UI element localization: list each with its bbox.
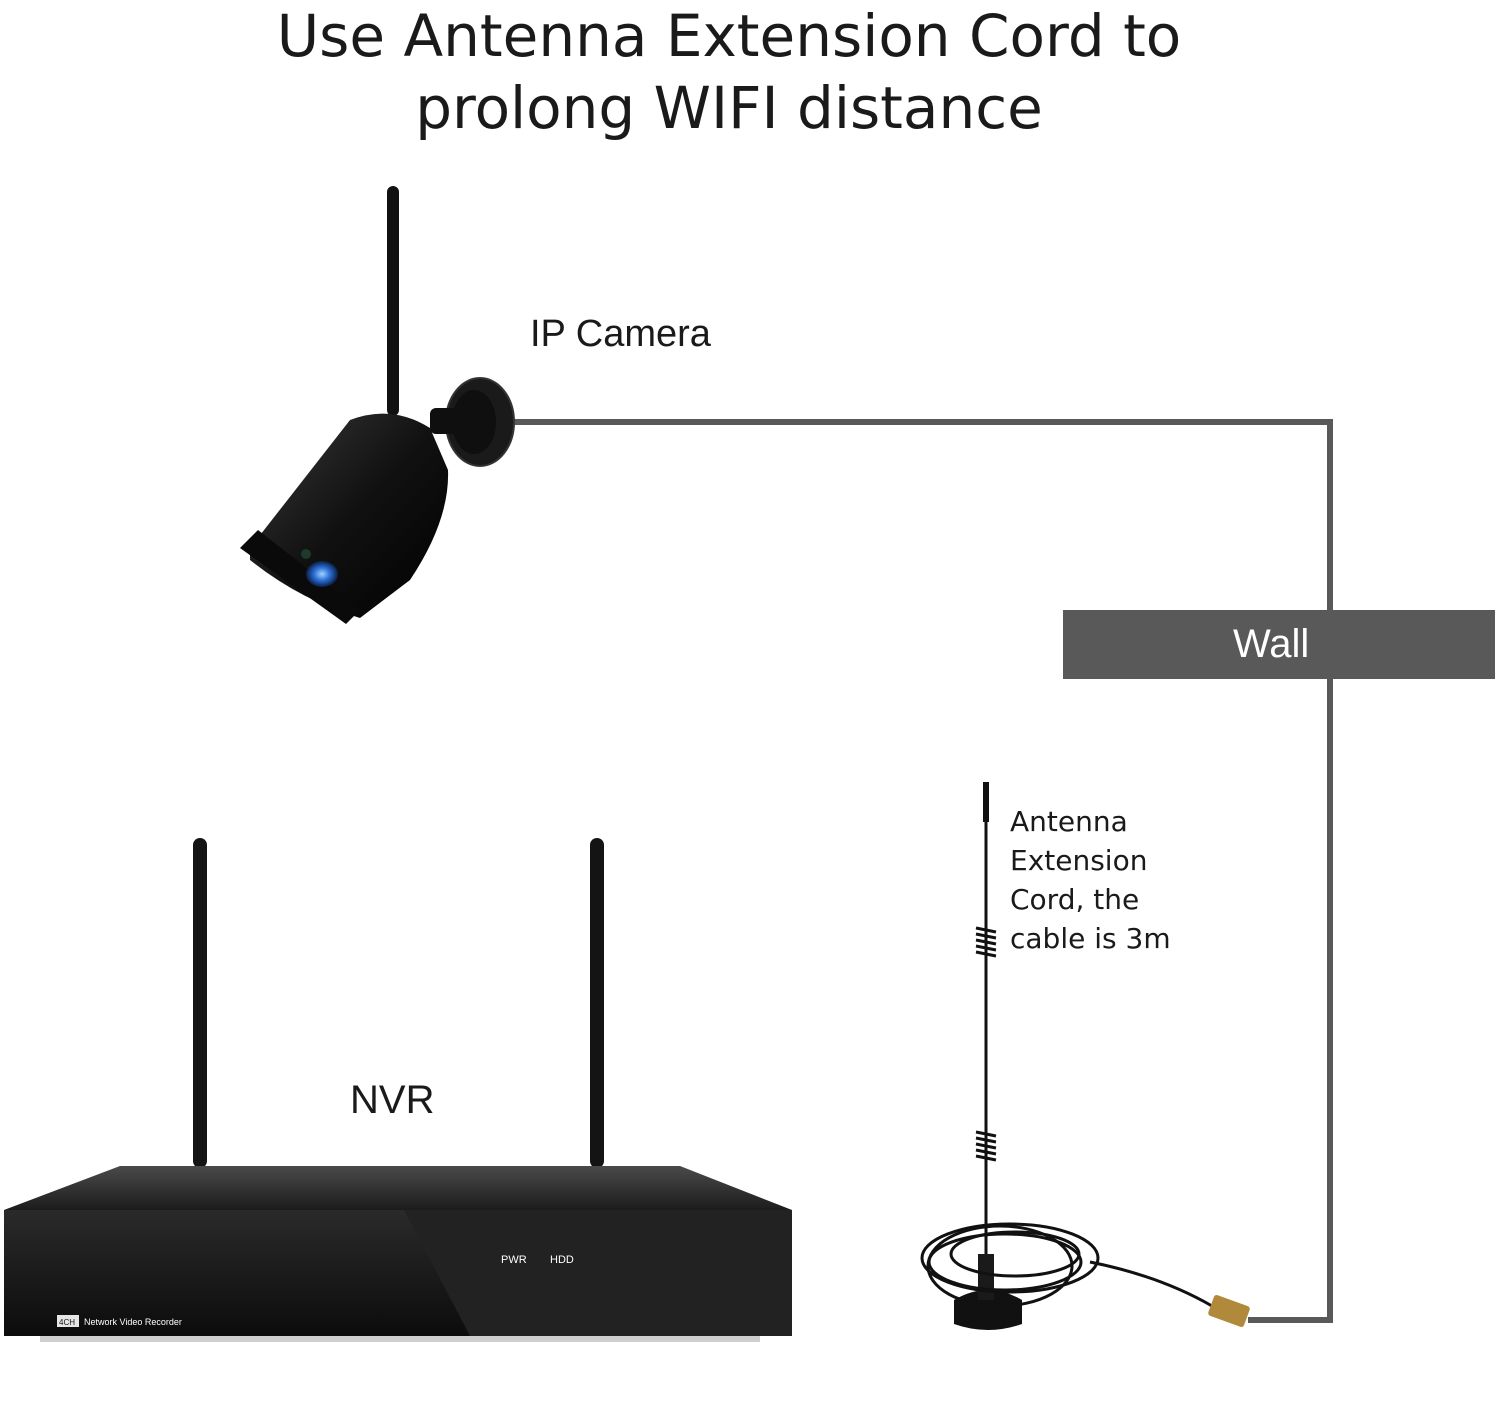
camera-label: IP Camera <box>530 313 712 355</box>
extension-antenna-icon <box>920 782 1250 1330</box>
extension-cable <box>512 419 1333 1323</box>
wall-block: Wall <box>1063 610 1495 679</box>
antenna-note-line-3: Cord, the <box>1010 883 1140 916</box>
nvr-label: NVR <box>350 1078 435 1122</box>
diagram-title: Use Antenna Extension Cord to prolong WI… <box>0 0 1458 144</box>
nvr-icon: PWR HDD 4CH Network Video Recorder <box>4 838 792 1342</box>
antenna-note-line-1: Antenna <box>1010 805 1128 838</box>
nvr-channels-badge: 4CH <box>59 1318 75 1327</box>
antenna-note-line-4: cable is 3m <box>1010 922 1171 955</box>
title-line-2: prolong WIFI distance <box>415 74 1043 142</box>
nvr-hdd-label: HDD <box>550 1254 574 1266</box>
antenna-note-line-2: Extension <box>1010 844 1148 877</box>
ip-camera-icon <box>240 186 515 624</box>
wall-label: Wall <box>1233 622 1310 666</box>
antenna-note: Antenna Extension Cord, the cable is 3m <box>1010 802 1230 958</box>
nvr-pwr-label: PWR <box>501 1254 527 1266</box>
title-line-1: Use Antenna Extension Cord to <box>276 2 1182 70</box>
nvr-model-label: Network Video Recorder <box>84 1317 182 1327</box>
